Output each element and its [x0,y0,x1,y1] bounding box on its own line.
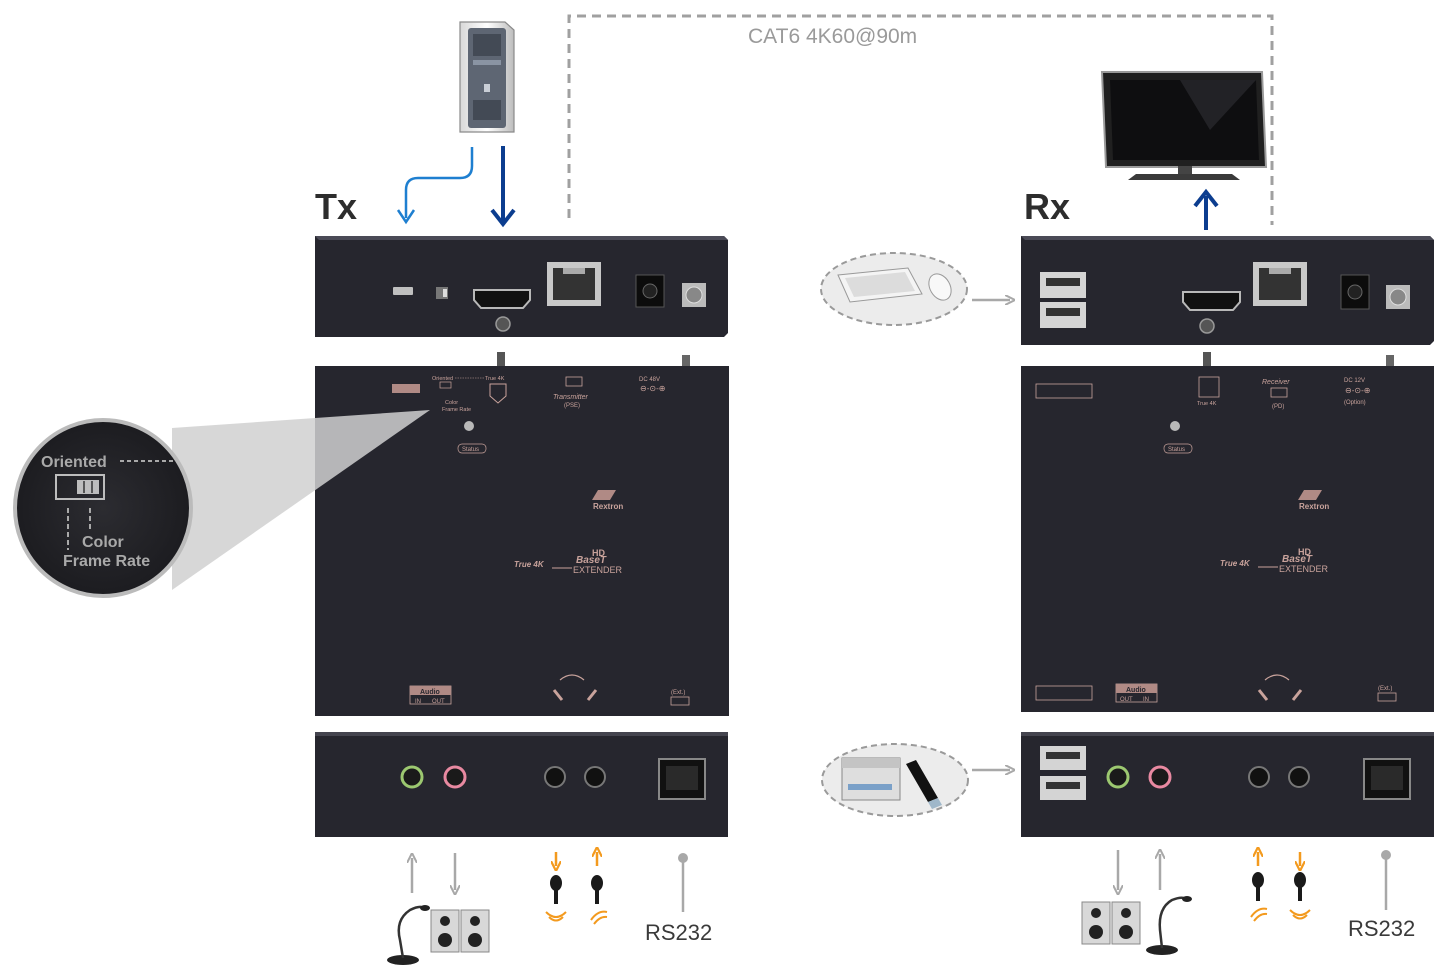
rx-true4k-label: True 4K [1197,401,1217,407]
tx-ir-jack-2 [584,766,606,788]
tx-audio-in: IN [415,699,421,705]
tx-ir-receiver-icon [590,875,608,925]
tx-true4k-text: True 4K [514,560,545,569]
rx-true4k-text: True 4K [1220,559,1251,568]
tx-hdmi-port [473,289,531,309]
keyboard-mouse-bubble [820,252,968,326]
rx-device-label: Receiver [1262,379,1290,386]
tx-speaker-icon [430,909,490,953]
rx-audio-out: OUT [1120,697,1133,703]
rx-ir-jack-1 [1248,766,1270,788]
pc-tower-icon [459,21,515,133]
rx-hdmi-port [1182,291,1241,311]
tx-title: Tx [315,186,357,227]
svg-text:⊖-⊙-⊕: ⊖-⊙-⊕ [640,384,665,393]
zoom-callout: Oriented Color Frame Rate [13,418,193,598]
tx-rs232-label: RS232 [645,920,712,945]
rx-audio-out-jack [1148,765,1172,789]
tx-top-panel: Oriented True 4K Color Frame Rate Transm… [315,352,729,716]
tx-microphone-icon [387,905,430,965]
tx-ir-emitter-icon [545,875,567,922]
printer-icon [841,757,901,801]
rx-extender-text: EXTENDER [1279,564,1329,574]
tx-dc-jack [635,274,665,308]
zoom-callout-beam [172,410,430,590]
rx-audio-label: Audio [1126,687,1146,694]
mini-usb-port [393,287,413,295]
tx-pse-label: (PSE) [564,403,580,409]
tx-ir-jack-1 [544,766,566,788]
rx-title: Rx [1024,186,1070,227]
rx-ir-emitter-icon [1289,872,1311,920]
tx-rear-panel [315,732,728,837]
rx-dc-label: DC 12V [1344,378,1365,384]
keyboard-icon [837,267,923,303]
mouse-icon [928,273,952,301]
rx-rs232-label: RS232 [1348,916,1415,941]
tx-status-led [464,421,474,431]
rx-status-led [1170,421,1180,431]
link-label: CAT6 4K60@90m [748,25,917,48]
rx-rear-panel [1021,732,1434,837]
tx-front-panel [315,236,728,337]
tx-hd-text: HD [592,548,605,558]
rx-ir-jack-2 [1288,766,1310,788]
zoom-framerate-label: Frame Rate [63,553,150,570]
rx-status-label: Status [1168,447,1185,453]
tx-color-label: Color [445,400,458,406]
rx-baset-text: BaseT [1282,554,1313,565]
tx-audio-out: OUT [432,699,445,705]
tx-true4k-label: True 4K [485,376,505,382]
rx-hd-text: HD [1298,547,1311,557]
rx-ext-label: (Ext.) [1378,686,1392,692]
tx-audio-in-jack [400,765,424,789]
rx-audio-in-jack [1106,765,1130,789]
tx-framerate-label: Frame Rate [442,407,471,413]
zoom-oriented-label: Oriented [41,454,107,471]
zoom-dip-switch [55,474,105,500]
tx-ext-label: (Ext.) [671,690,685,696]
cat6-link-line [567,14,1274,225]
rx-audio-in: IN [1143,697,1149,703]
tx-status-label: Status [462,447,479,453]
usb-cable-arrow [404,147,474,218]
rx-pd-label: (PD) [1272,404,1284,410]
rx-option-label: (Option) [1344,400,1366,406]
flash-drive-icon [906,760,942,809]
rx-front-panel [1021,236,1434,345]
tx-baset-text: BaseT [576,555,607,566]
tv-icon [1100,71,1268,180]
printer-flash-bubble [821,743,969,817]
rx-microphone-icon [1146,896,1192,955]
svg-text:⊖-⊙-⊕: ⊖-⊙-⊕ [1345,386,1370,395]
tx-brand-name: Rextron [593,502,623,511]
rx-ir-receiver-icon [1250,872,1268,922]
tx-device-label: Transmitter [553,394,589,401]
rx-brand-name: Rextron [1299,502,1329,511]
rx-speaker-icon [1081,901,1141,945]
tx-audio-out-jack [443,765,467,789]
zoom-color-label: Color [82,534,124,551]
tx-audio-label: Audio [420,689,440,696]
tx-extender-text: EXTENDER [573,565,623,575]
rx-top-panel: True 4K Receiver (PD) DC 12V ⊖-⊙-⊕ (Opti… [1021,352,1434,712]
tx-dc-label: DC 48V [639,377,660,383]
tx-oriented-label: Oriented [432,376,453,382]
